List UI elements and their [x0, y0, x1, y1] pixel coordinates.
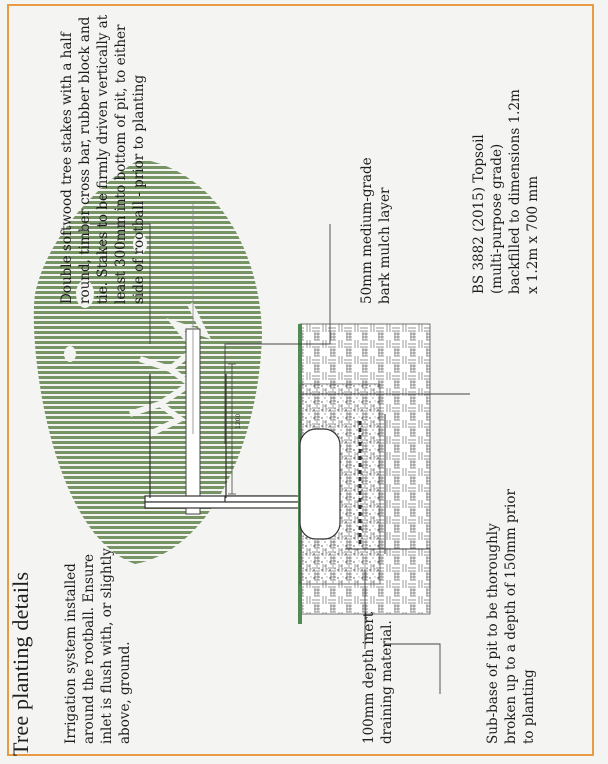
drainage-label: 100mm depth inert draining material. [361, 611, 395, 744]
stakes-label: Double softwood tree stakes with a half … [59, 14, 147, 304]
tree-canopy [33, 159, 262, 564]
planting-pit [298, 323, 431, 624]
page-title: Tree planting details [8, 572, 33, 756]
topsoil-label: BS 3882 (2015) Topsoil (multi-purpose gr… [471, 89, 541, 294]
subbase-label: Sub-base of pit to be thoroughly broken … [485, 489, 537, 744]
mulch-label: 50mm medium-grade bark mulch layer [359, 157, 393, 304]
leader-lines [90, 223, 470, 694]
irrigation-label: Irrigation system installed around the r… [63, 548, 133, 744]
tree-trunk [185, 204, 201, 515]
dimension-label: 1200 [235, 414, 242, 429]
sheet-border [7, 4, 594, 756]
dimension-line [228, 363, 236, 495]
